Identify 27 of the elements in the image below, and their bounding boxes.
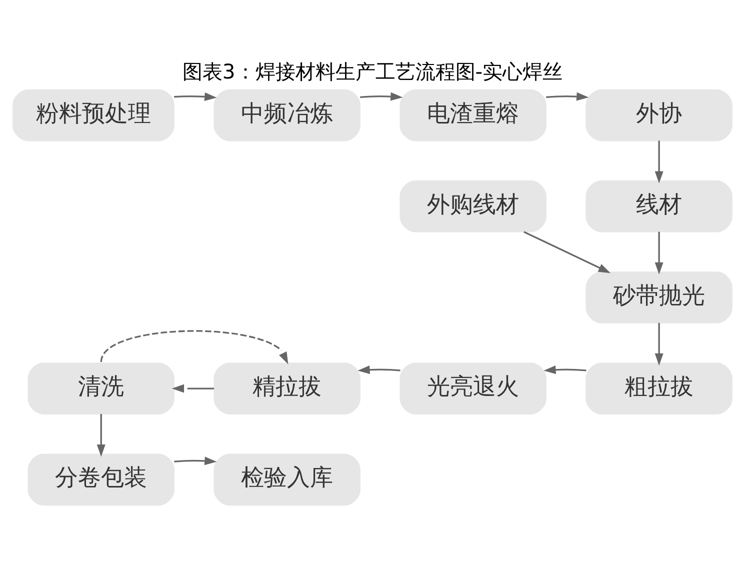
diagram-title: 图表3：焊接材料生产工艺流程图-实心焊丝: [182, 59, 563, 84]
arrow: [524, 231, 611, 274]
node-box: 精拉拔: [214, 362, 360, 414]
node-box: 粉料预处理: [12, 89, 174, 142]
arrow: [654, 232, 664, 274]
node-box: 粗拉拔: [586, 362, 732, 414]
arrow: [360, 92, 403, 101]
arrow: [358, 366, 400, 374]
node-box: 电渣重熔: [400, 89, 546, 142]
arrow: [544, 366, 586, 374]
node-box: 分卷包装: [28, 454, 174, 506]
node-box: 清洗: [28, 362, 174, 414]
node-box: 中频冶炼: [214, 89, 360, 142]
node-box: 砂带抛光: [586, 272, 732, 324]
node-box: 外协: [586, 89, 732, 142]
node-box: 线材: [586, 180, 732, 232]
arrow: [654, 140, 664, 184]
node-box: 外购线材: [400, 180, 546, 232]
arrow: [96, 414, 106, 457]
arrow: [100, 330, 288, 364]
arrow: [546, 92, 589, 101]
arrow: [174, 456, 217, 466]
arrow: [172, 384, 214, 393]
node-box: 光亮退火: [400, 362, 546, 414]
arrow: [654, 322, 664, 366]
arrow: [174, 92, 217, 101]
node-box: 检验入库: [214, 454, 360, 506]
